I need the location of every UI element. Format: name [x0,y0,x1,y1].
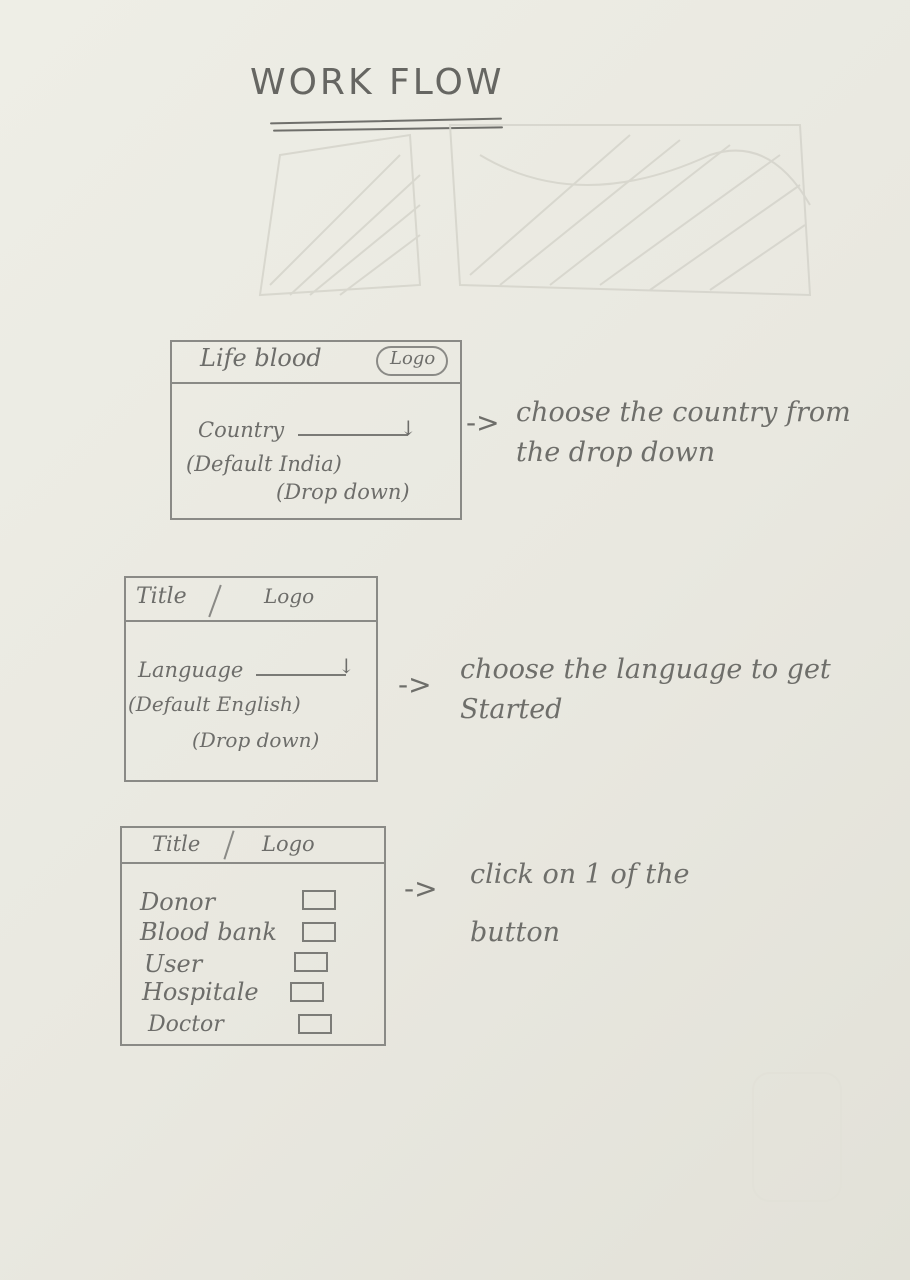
paper-mark [752,1072,842,1202]
language-note: choose the language to get Started [460,654,831,725]
option-hospital: Hospitale [142,978,259,1006]
erased-sketch [258,124,812,297]
country-label: Country [198,418,285,442]
country-note: choose the country from the drop down [516,397,851,468]
arrow-icon: -> [466,406,500,439]
dropdown-hint: (Drop down) [276,480,410,504]
screen-header [172,342,460,384]
doctor-checkbox[interactable] [298,1014,332,1034]
language-dropdown-line[interactable] [256,674,346,676]
language-screen-wireframe: Title Logo Language ↓ (Default English) … [124,576,378,782]
default-language-text: (Default English) [128,692,301,716]
logo-text: Logo [390,348,436,369]
app-title: Title [152,832,201,856]
logo-text: Logo [264,584,315,608]
screen-header [126,578,376,622]
user-checkbox[interactable] [294,952,328,972]
logo-badge [376,346,448,376]
country-screen-wireframe: Life blood Logo Country ↓ (Default India… [170,340,462,520]
blood-bank-checkbox[interactable] [302,922,336,942]
hospital-checkbox[interactable] [290,982,324,1002]
option-donor: Donor [140,888,216,916]
option-doctor: Doctor [148,1012,224,1037]
chevron-down-icon[interactable]: ↓ [400,416,417,440]
chevron-down-icon[interactable]: ↓ [338,654,355,678]
language-label: Language [138,658,244,682]
default-country-text: (Default India) [186,452,342,476]
page-title: WORK FLOW [250,62,505,103]
app-title: Title [136,584,187,609]
dropdown-hint: (Drop down) [192,728,320,752]
country-dropdown-line[interactable] [298,434,408,436]
screen-header [122,828,384,864]
option-user: User [144,950,203,978]
arrow-icon: -> [398,668,432,701]
arrow-icon: -> [404,872,438,905]
app-title: Life blood [200,344,322,372]
donor-checkbox[interactable] [302,890,336,910]
role-note: click on 1 of the button [470,859,690,948]
option-blood-bank: Blood bank [140,918,277,946]
logo-text: Logo [262,832,315,856]
role-screen-wireframe: Title Logo Donor Blood bank User Hospita… [120,826,386,1046]
